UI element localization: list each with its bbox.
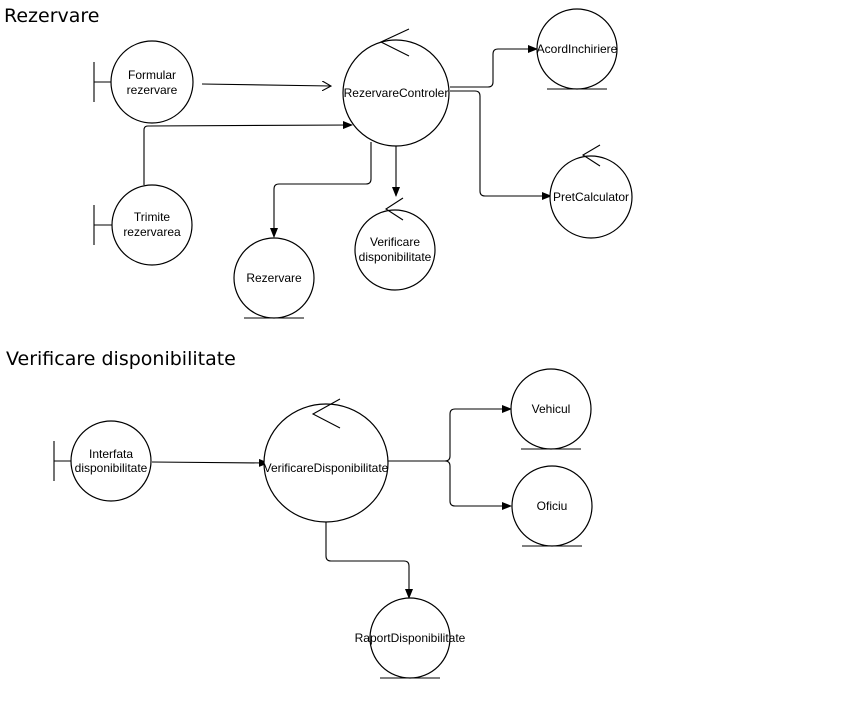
node-label: VerificareDisponibilitate [264,461,389,475]
node-label-line2: disponibilitate [75,461,148,475]
control-pret-calculator[interactable]: PretCalculator [549,144,633,239]
node-label: RezervareControler [344,86,449,100]
edges-verificare [151,405,512,599]
edge-formular-to-controler [201,84,331,86]
entity-oficiu[interactable]: Oficiu [511,465,593,547]
node-label: PretCalculator [553,190,629,204]
control-circle [263,403,389,523]
boundary-circle [111,184,193,266]
edge-controler-to-rezervare [270,142,372,238]
node-label: Rezervare [246,271,302,285]
edge-controler-to-vehicul [388,405,512,462]
node-label: RaportDisponibilitate [355,631,466,645]
control-arrow-mark [384,197,404,221]
boundary-interfata-disponibilitate[interactable]: Interfata disponibilitate [53,420,152,502]
node-label-line1: Trimite [134,210,171,224]
control-arrow-mark [311,398,341,429]
node-label-line2: disponibilitate [359,250,432,264]
node-label-line2: rezervare [127,83,178,97]
control-circle [549,155,633,239]
edge-controler-to-acord [450,45,538,88]
boundary-circle [110,40,194,124]
entity-rezervare[interactable]: Rezervare [233,237,315,319]
node-label-line1: Verificare [370,235,420,249]
entity-raport-disponibilitate[interactable]: RaportDisponibilitate [355,597,466,679]
control-arrow-mark [379,28,410,57]
control-rezervare-controler[interactable]: RezervareControler [342,28,450,147]
boundary-formular-rezervare[interactable]: Formular rezervare [93,40,194,124]
entity-vehicul[interactable]: Vehicul [510,368,592,450]
edge-interfata-to-controler [151,458,269,467]
control-arrow-mark [581,144,601,167]
node-label: Oficiu [537,499,568,513]
edge-trimite-to-controler [143,121,353,185]
control-circle [354,209,436,291]
section-title-verificare: Verificare disponibilitate [6,348,236,370]
control-verificare-disponibilitate-2[interactable]: VerificareDisponibilitate [263,398,389,523]
edge-controler-to-oficiu [444,460,512,510]
node-label: AcordInchiriere [537,42,618,56]
node-label-line2: rezervarea [123,225,181,239]
edge-controler-to-pret [450,90,552,200]
node-label-line1: Formular [128,68,176,82]
node-label: Vehicul [532,402,571,416]
edges-rezervare [143,45,552,238]
control-verificare-disponibilitate[interactable]: Verificare disponibilitate [354,197,436,291]
node-label-line1: Interfata [89,447,133,461]
edge-controler-to-raport [325,522,413,599]
boundary-circle [70,420,152,502]
boundary-trimite-rezervarea[interactable]: Trimite rezervarea [93,184,193,266]
control-circle [342,39,450,147]
section-title-rezervare: Rezervare [4,5,99,27]
entity-acord-inchiriere[interactable]: AcordInchiriere [536,8,618,90]
